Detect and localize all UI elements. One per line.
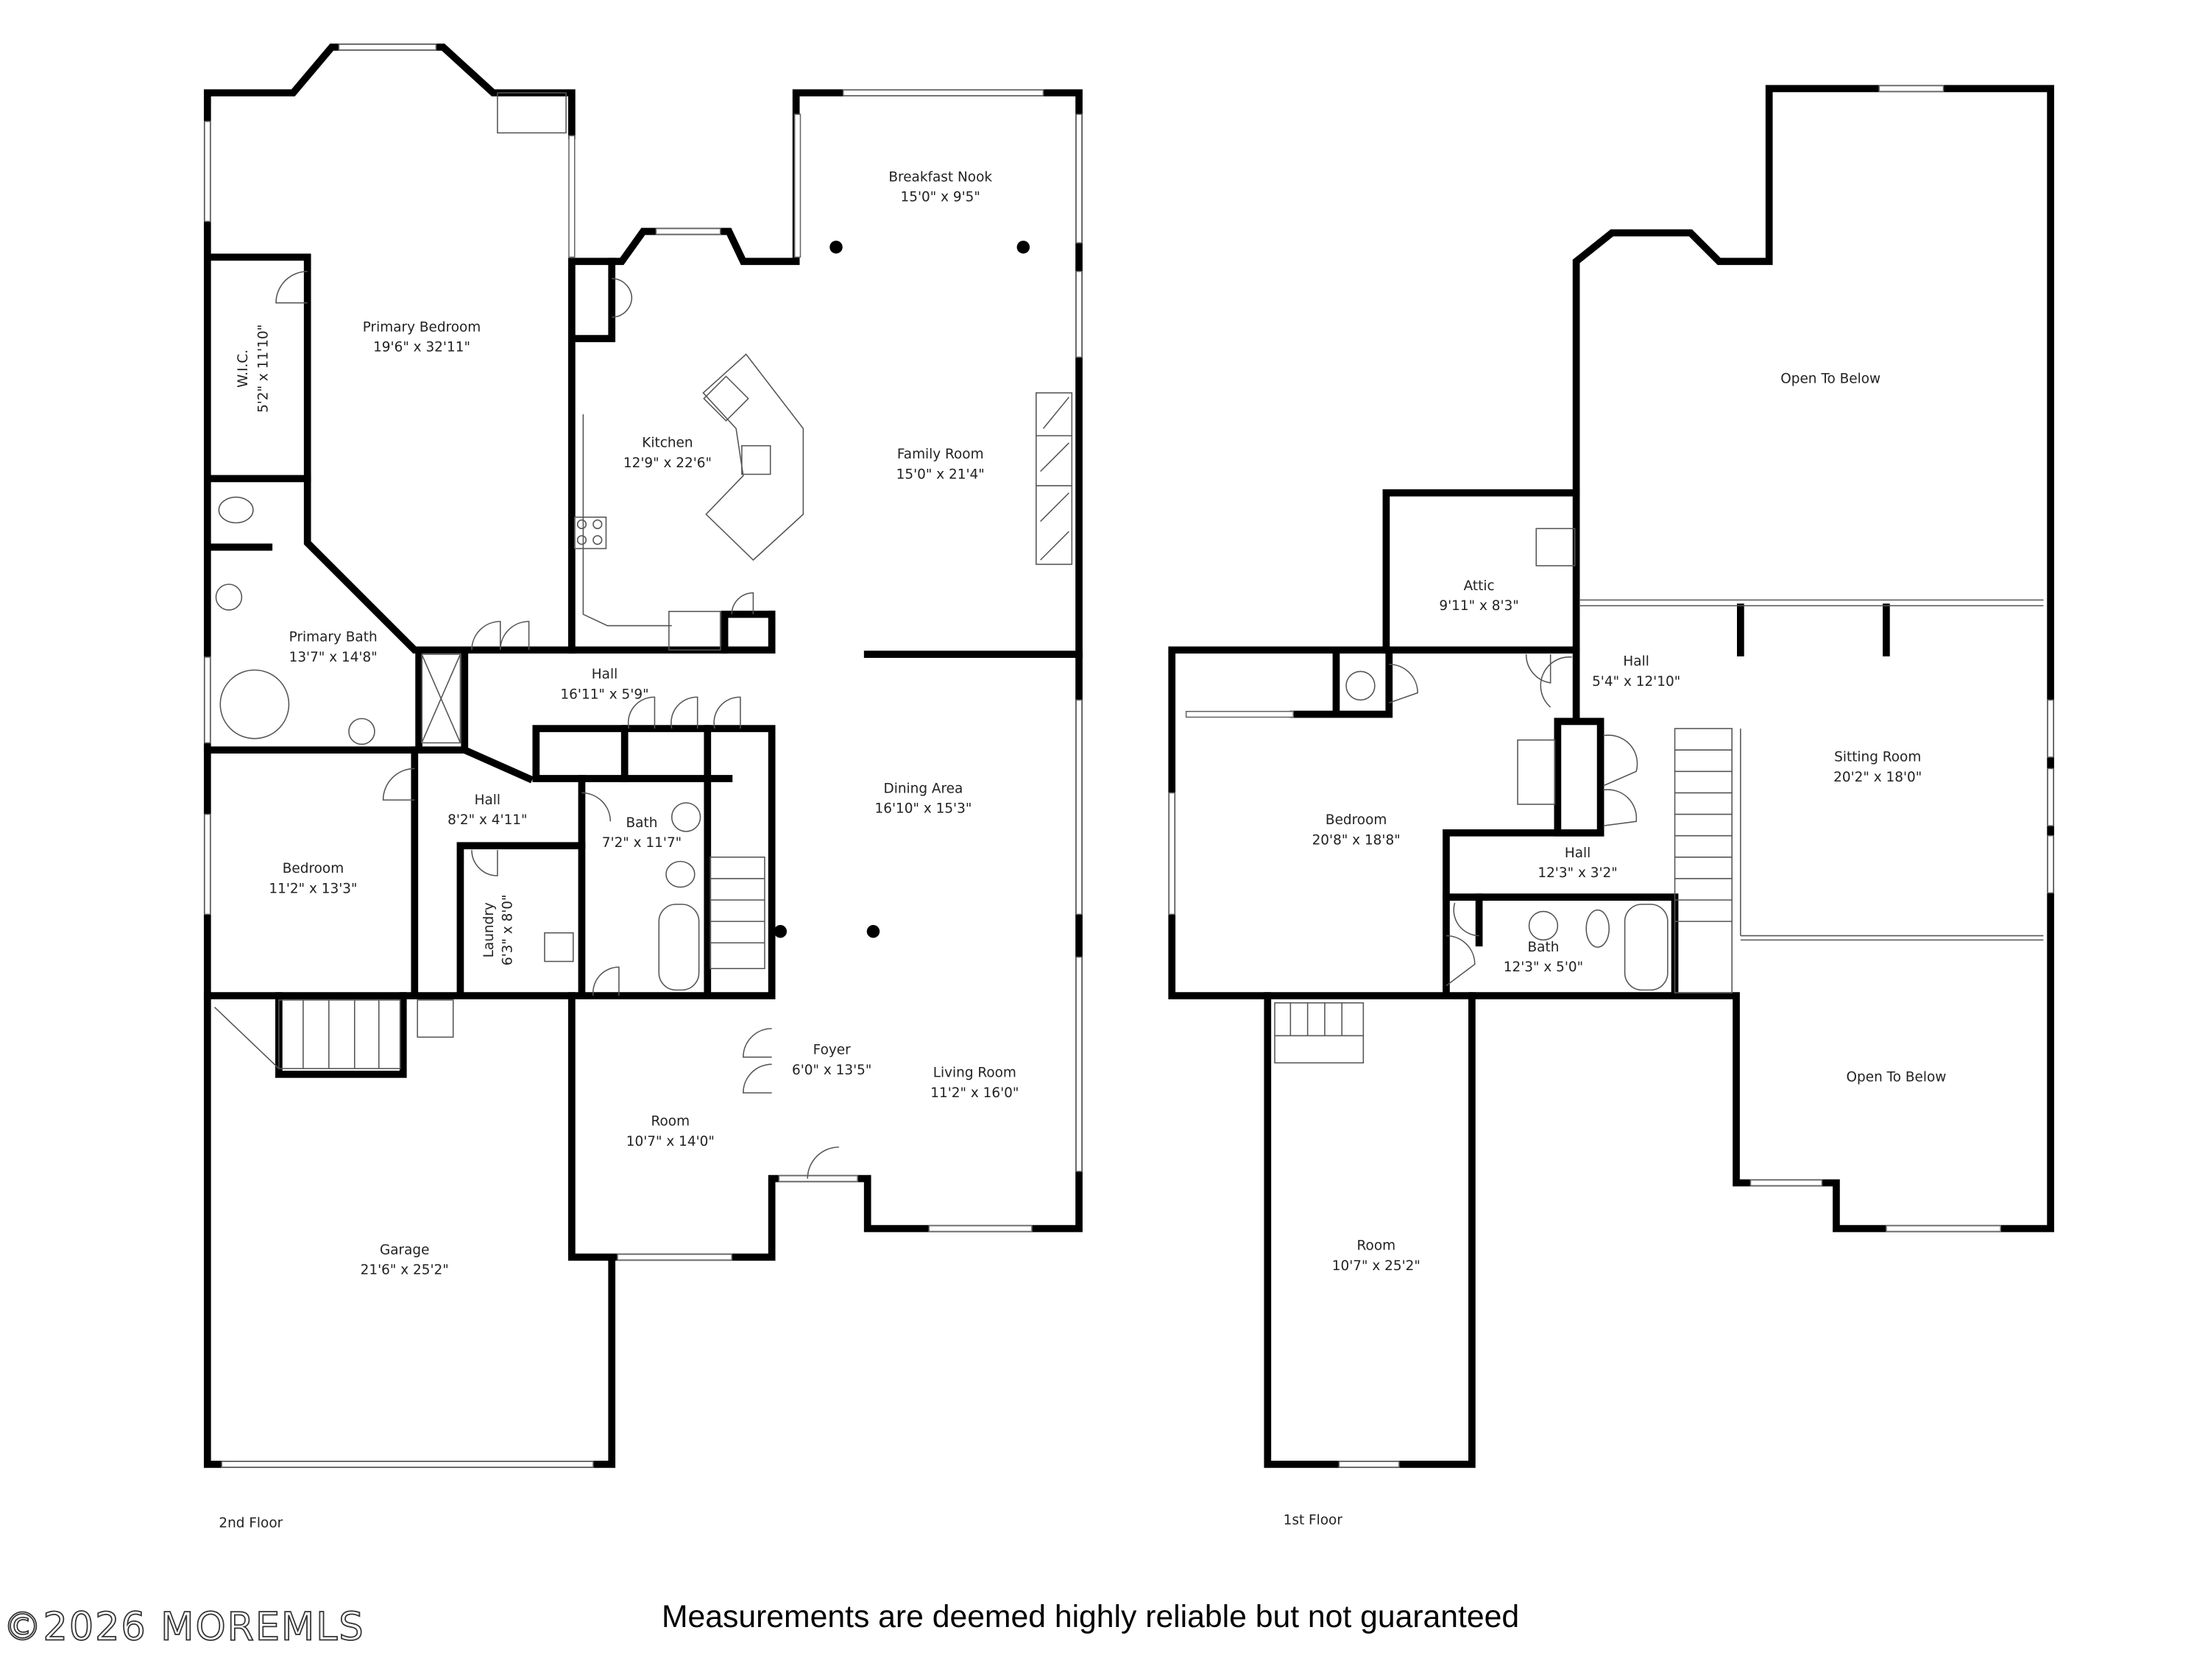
room-name: Breakfast Nook: [888, 170, 992, 185]
room-dimensions: 12'9" x 22'6": [623, 456, 712, 471]
fixtures: [213, 92, 1073, 1069]
floor-plan-1st-floor: Open To Below Attic 9'11" x 8'3" Hall 5'…: [1168, 85, 2054, 1528]
room-dimensions: 6'0" x 13'5": [792, 1063, 871, 1078]
disclaimer-text: Measurements are deemed highly reliable …: [662, 1599, 1519, 1634]
room-dimensions: 9'11" x 8'3": [1439, 598, 1518, 614]
room-dimensions: 6'3" x 8'0": [500, 894, 515, 965]
floor-plan-2nd-floor: Primary Bedroom 19'6" x 32'11" W.I.C. 5'…: [203, 43, 1083, 1531]
watermark: ©2026 MOREMLS: [3, 1605, 364, 1650]
room-dimensions: 5'4" x 12'10": [1592, 674, 1680, 690]
room-dimensions: 16'10" x 15'3": [874, 801, 972, 817]
room-dimensions: 8'2" x 4'11": [447, 812, 527, 828]
room-dimensions: 11'2" x 16'0": [930, 1085, 1019, 1101]
room-name: Hall: [592, 667, 618, 682]
fixtures: [1274, 528, 2044, 1064]
room-name: Garage: [380, 1242, 430, 1258]
doors: [1389, 654, 1638, 987]
room-name: Attic: [1464, 578, 1495, 594]
room-name: Open To Below: [1780, 371, 1880, 386]
room-name: Laundry: [481, 902, 497, 957]
room-dimensions: 15'0" x 9'5": [901, 190, 980, 205]
room-name: Bath: [1528, 940, 1560, 955]
room-name: Primary Bath: [289, 630, 378, 645]
room-dimensions: 12'3" x 5'0": [1504, 960, 1583, 975]
room-dimensions: 10'7" x 25'2": [1332, 1258, 1420, 1274]
room-name: Bedroom: [1326, 812, 1387, 828]
room-dimensions: 20'8" x 18'8": [1312, 832, 1401, 848]
room-name: Foyer: [813, 1043, 851, 1058]
room-name: Dining Area: [884, 781, 963, 796]
room-dimensions: 15'0" x 21'4": [896, 467, 985, 482]
room-name: Open To Below: [1847, 1070, 1947, 1085]
floor-label: 2nd Floor: [219, 1515, 283, 1531]
room-dimensions: 12'3" x 3'2": [1538, 865, 1617, 881]
windows: [204, 43, 1083, 1468]
room-name: Room: [1357, 1238, 1396, 1254]
floor-label: 1st Floor: [1284, 1512, 1343, 1528]
room-name: Bedroom: [283, 861, 344, 876]
room-name: Living Room: [933, 1066, 1016, 1081]
walls: [203, 43, 1083, 1468]
doors: [275, 271, 839, 1179]
room-dimensions: 5'2" x 11'10": [255, 325, 271, 413]
windows: [1168, 85, 2054, 1468]
room-dimensions: 20'2" x 18'0": [1833, 770, 1922, 785]
room-dimensions: 7'2" x 11'7": [602, 835, 682, 851]
room-name: Hall: [1565, 846, 1590, 861]
room-name: Sitting Room: [1834, 750, 1921, 765]
room-name: Hall: [1623, 654, 1649, 670]
room-name: Primary Bedroom: [363, 319, 481, 335]
room-name: Family Room: [897, 447, 984, 462]
room-name: Bath: [626, 815, 658, 831]
room-labels: Open To Below Attic 9'11" x 8'3" Hall 5'…: [1312, 371, 1947, 1274]
room-name: Hall: [475, 793, 500, 808]
room-dimensions: 13'7" x 14'8": [289, 650, 378, 665]
room-name: W.I.C.: [236, 350, 251, 388]
room-dimensions: 19'6" x 32'11": [373, 340, 470, 355]
room-dimensions: 21'6" x 25'2": [361, 1263, 449, 1278]
room-dimensions: 16'11" x 5'9": [560, 687, 648, 702]
room-name: Kitchen: [642, 436, 693, 451]
room-labels: Primary Bedroom 19'6" x 32'11" W.I.C. 5'…: [236, 170, 1019, 1278]
room-dimensions: 11'2" x 13'3": [269, 881, 357, 896]
room-dimensions: 10'7" x 14'0": [626, 1134, 715, 1149]
room-name: Room: [651, 1114, 690, 1130]
